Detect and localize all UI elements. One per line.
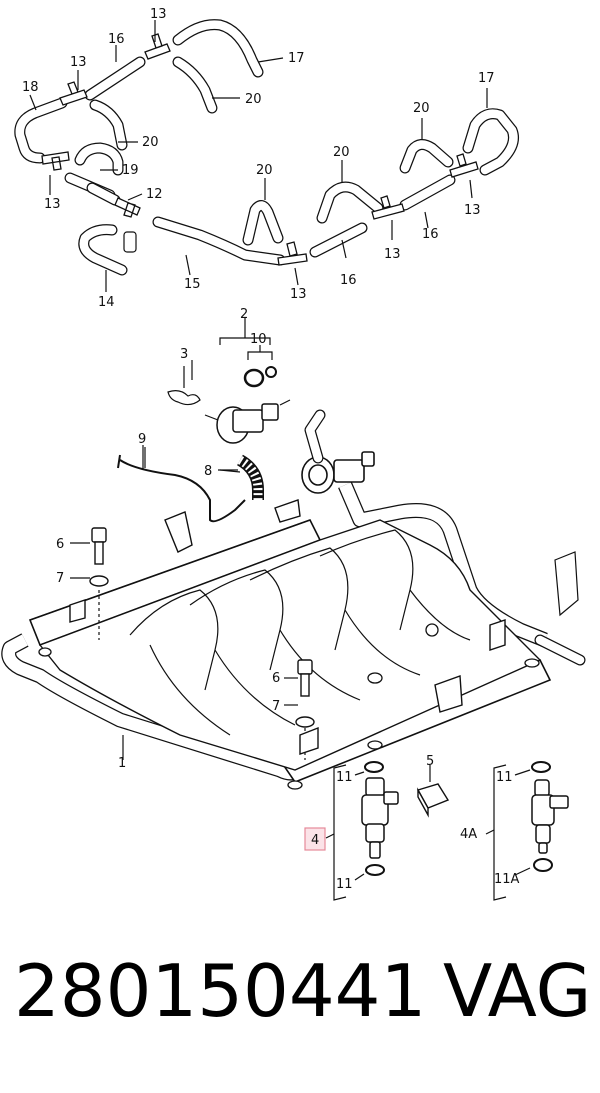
callout-20-left-a: 20 bbox=[245, 92, 262, 107]
leader-lines bbox=[29, 20, 531, 881]
callout-16-right: 16 bbox=[422, 227, 439, 242]
callout-labels: 13 16 17 20 18 13 20 19 13 12 14 15 20 1… bbox=[22, 7, 520, 892]
callout-20-right: 20 bbox=[413, 101, 430, 116]
brand-label: VAG bbox=[443, 949, 592, 1033]
callout-17-right: 17 bbox=[478, 71, 495, 86]
pressure-regulator-group bbox=[117, 318, 291, 523]
vacuum-hose-network bbox=[14, 19, 519, 276]
callout-4[interactable]: 4 bbox=[311, 833, 319, 848]
callout-6-mid: 6 bbox=[272, 671, 280, 686]
callout-8: 8 bbox=[204, 464, 212, 479]
callout-13-left-b: 13 bbox=[44, 197, 61, 212]
injector-group bbox=[325, 761, 569, 901]
callout-13-center: 13 bbox=[384, 247, 401, 262]
callout-7-mid: 7 bbox=[272, 699, 280, 714]
callout-4A: 4A bbox=[460, 827, 477, 842]
callout-18: 18 bbox=[22, 80, 39, 95]
fuel-rail-assembly bbox=[1, 409, 586, 790]
callout-14: 14 bbox=[98, 295, 115, 310]
callout-11-right-top: 11 bbox=[496, 770, 513, 785]
callout-16-top: 16 bbox=[108, 32, 125, 47]
callout-13-left-a: 13 bbox=[70, 55, 87, 70]
callout-11-bottom: 11 bbox=[336, 877, 353, 892]
callout-16-center: 16 bbox=[340, 273, 357, 288]
callout-11A: 11A bbox=[494, 872, 520, 887]
callout-3: 3 bbox=[180, 347, 188, 362]
part-number: 280150441 bbox=[14, 949, 427, 1033]
callout-12: 12 bbox=[146, 187, 163, 202]
callout-9: 9 bbox=[138, 432, 146, 447]
callout-13-mid: 13 bbox=[290, 287, 307, 302]
callout-20-left-b: 20 bbox=[142, 135, 159, 150]
callout-2: 2 bbox=[240, 307, 248, 322]
highlight-box bbox=[304, 827, 326, 851]
callout-15: 15 bbox=[184, 277, 201, 292]
callout-7-left: 7 bbox=[56, 571, 64, 586]
callout-5: 5 bbox=[426, 754, 434, 769]
callout-13-top: 13 bbox=[150, 7, 167, 22]
callout-1: 1 bbox=[118, 756, 126, 771]
callout-11-top: 11 bbox=[336, 770, 353, 785]
callout-19: 19 bbox=[122, 163, 139, 178]
callout-20-center: 20 bbox=[333, 145, 350, 160]
callout-10: 10 bbox=[250, 332, 267, 347]
callout-6-left: 6 bbox=[56, 537, 64, 552]
callout-13-right: 13 bbox=[464, 203, 481, 218]
callout-17-left: 17 bbox=[288, 51, 305, 66]
callout-20-mid: 20 bbox=[256, 163, 273, 178]
